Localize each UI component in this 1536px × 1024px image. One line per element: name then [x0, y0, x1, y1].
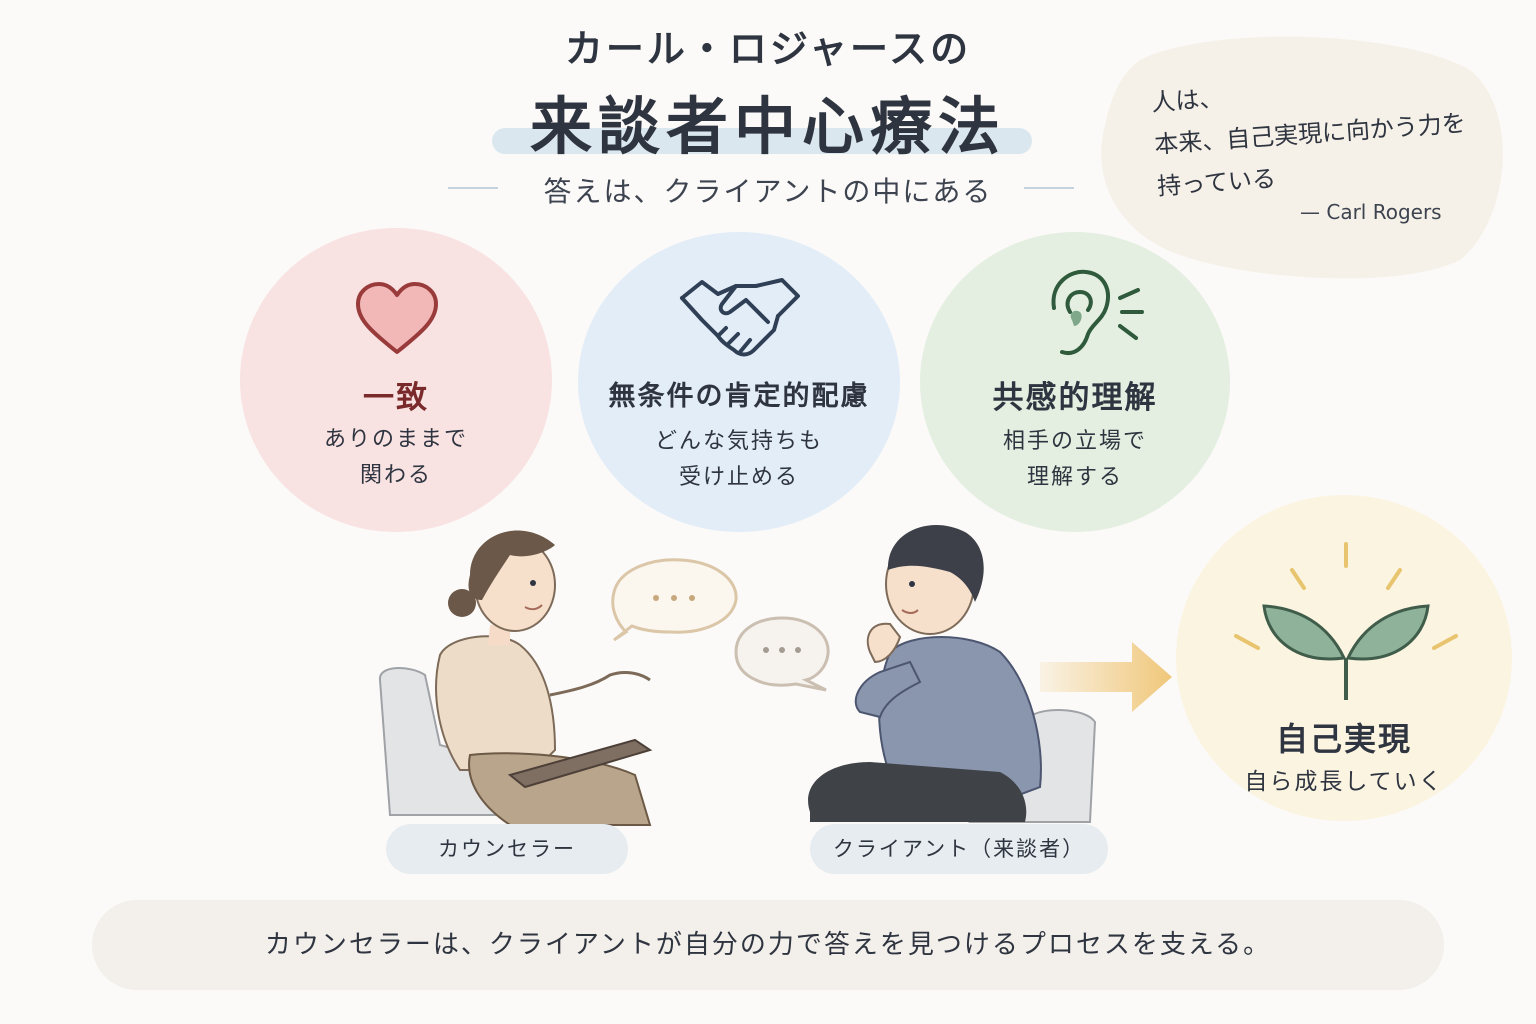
goal-title: 自己実現 — [1275, 720, 1412, 758]
arrow-right-icon — [1040, 642, 1172, 712]
concept-desc-line: 理解する — [1026, 465, 1123, 490]
summary-bar: カウンセラーは、クライアントが自分の力で答えを見つけるプロセスを支える。 — [92, 900, 1444, 990]
concept-desc-line: どんな気持ちも — [654, 429, 823, 454]
concept-desc: 相手の立場で 理解する — [920, 424, 1230, 496]
concept-desc-line: 相手の立場で — [1002, 429, 1147, 454]
quote-author: — Carl Rogers — [1300, 200, 1442, 224]
counselor-illustration — [379, 530, 653, 826]
title-highlight — [492, 128, 1032, 154]
handshake-icon — [680, 278, 800, 357]
title-top: カール・ロジャースの — [564, 27, 972, 71]
client-label: クライアント（来談者） — [810, 824, 1108, 874]
concept-desc: どんな気持ちも 受け止める — [578, 424, 900, 496]
page-title: 来談者中心療法 — [529, 90, 1006, 163]
speech-bubble-counselor — [611, 558, 738, 642]
ear-icon — [1051, 269, 1144, 355]
goal-desc: 自ら成長していく — [1244, 769, 1444, 795]
subtitle-rule-left — [448, 187, 498, 189]
subtitle: 答えは、クライアントの中にある — [543, 175, 993, 208]
concept-desc: ありのままで 関わる — [240, 422, 552, 494]
concept-title: 無条件の肯定的配慮 — [608, 381, 870, 412]
concept-title: 共感的理解 — [992, 380, 1158, 416]
concept-desc-line: 受け止める — [678, 465, 799, 490]
concept-congruence — [240, 228, 552, 532]
concept-title: 一致 — [363, 380, 429, 416]
heart-icon — [356, 282, 438, 354]
client-illustration — [808, 524, 1097, 823]
concept-desc-line: 関わる — [359, 463, 432, 488]
concept-unconditional-regard — [578, 232, 900, 532]
sprout-icon — [1234, 542, 1458, 700]
subtitle-rule-right — [1024, 187, 1074, 189]
quote-bubble — [1101, 36, 1503, 279]
quote-text: 人は、 本来、自己実現に向かう力を 持っている — [1150, 58, 1498, 207]
counselor-label: カウンセラー — [386, 824, 628, 874]
speech-bubble-client — [734, 616, 830, 692]
concept-desc-line: ありのままで — [323, 427, 468, 452]
concept-empathy — [920, 232, 1230, 532]
